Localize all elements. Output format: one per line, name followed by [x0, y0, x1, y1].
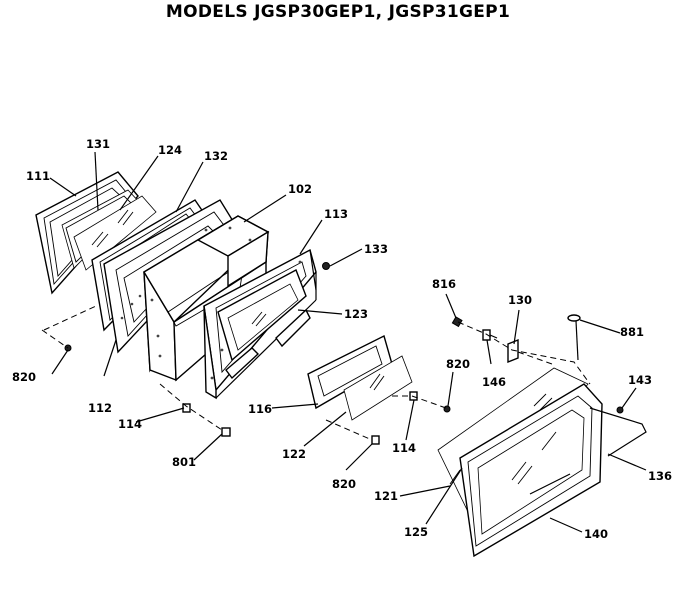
label-146: 146: [482, 375, 506, 389]
label-801: 801: [172, 455, 196, 469]
label-881: 881: [620, 325, 644, 339]
label-123: 123: [344, 307, 368, 321]
label-125: 125: [404, 525, 428, 539]
part-140-door-frame: [459, 383, 603, 558]
diagram-title: MODELS JGSP30GEP1, JGSP31GEP1: [165, 2, 511, 22]
part-881-screw: [567, 314, 581, 361]
label-121: 121: [374, 489, 398, 503]
fastener-114-left: [182, 403, 191, 413]
fastener-820-bottom: [371, 435, 380, 445]
label-131: 131: [86, 137, 110, 151]
part-122-glass: [343, 355, 413, 421]
label-133: 133: [364, 242, 388, 256]
label-114-mid: 114: [392, 441, 416, 455]
label-102: 102: [288, 182, 312, 196]
fastener-143: [616, 406, 624, 414]
part-136-door-seal: [589, 407, 647, 457]
label-116: 116: [248, 402, 272, 416]
label-130: 130: [508, 293, 532, 307]
assembly-lines: [41, 305, 591, 441]
label-820-mid: 820: [446, 357, 470, 371]
label-111: 111: [26, 169, 50, 183]
label-816: 816: [432, 277, 456, 291]
label-820-bottom: 820: [332, 477, 356, 491]
fastener-820-mid: [443, 405, 451, 413]
part-124-glass-panel: [73, 195, 157, 271]
label-122: 122: [282, 447, 306, 461]
part-labels: 111 131 124 132 102 113 133 820 112 123 …: [12, 137, 672, 541]
label-143: 143: [628, 373, 652, 387]
label-114-left: 114: [118, 417, 142, 431]
label-136: 136: [648, 469, 672, 483]
part-123-window-frame: [217, 269, 311, 380]
label-140: 140: [584, 527, 608, 541]
label-112: 112: [88, 401, 112, 415]
part-816-screw: [451, 316, 463, 328]
label-820-left: 820: [12, 370, 36, 384]
fastener-801: [221, 427, 231, 437]
part-146-clip: [482, 329, 498, 341]
leader-lines: [49, 151, 647, 533]
label-113: 113: [324, 207, 348, 221]
fastener-133: [322, 262, 330, 270]
label-124: 124: [158, 143, 182, 157]
label-132: 132: [204, 149, 228, 163]
